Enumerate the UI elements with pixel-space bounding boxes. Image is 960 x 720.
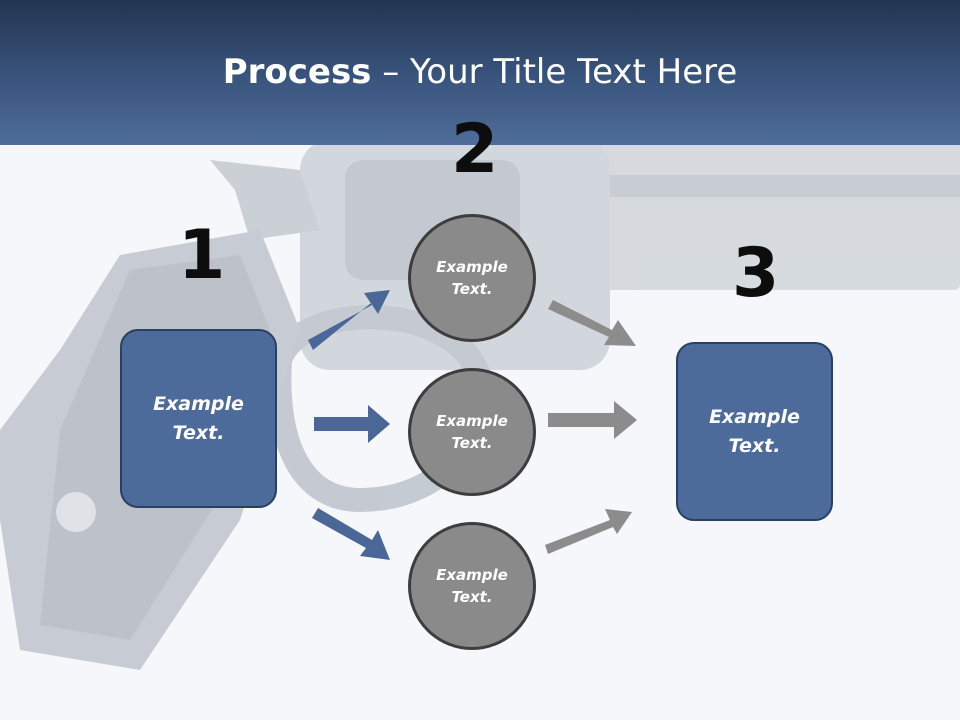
title-bold: Process <box>222 52 372 92</box>
arrow-down-right-blue <box>312 508 390 560</box>
step-1-box: Example Text. <box>120 329 277 508</box>
circle-middle: Example Text. <box>408 368 536 496</box>
arrow-up-right-gray <box>545 509 632 554</box>
arrow-down-right-gray <box>548 300 636 346</box>
circle-top: Example Text. <box>408 214 536 342</box>
step-number-3: 3 <box>732 234 780 313</box>
step-3-text: Example Text. <box>709 406 800 457</box>
step-number-1: 1 <box>178 216 226 295</box>
circle-bottom: Example Text. <box>408 522 536 650</box>
title-rest: – Your Title Text Here <box>371 52 738 92</box>
step-3-box: Example Text. <box>676 342 833 521</box>
circle-bottom-text: Example Text. <box>436 565 508 607</box>
arrow-right-blue <box>314 405 390 443</box>
step-number-2: 2 <box>451 110 499 189</box>
circle-top-text: Example Text. <box>436 257 508 299</box>
arrow-up-right-blue <box>308 290 390 350</box>
title-bar: Process – Your Title Text Here <box>0 0 960 145</box>
circle-middle-text: Example Text. <box>436 411 508 453</box>
slide-title: Process – Your Title Text Here <box>0 52 960 92</box>
arrow-right-gray <box>548 401 637 439</box>
step-1-text: Example Text. <box>153 393 244 444</box>
